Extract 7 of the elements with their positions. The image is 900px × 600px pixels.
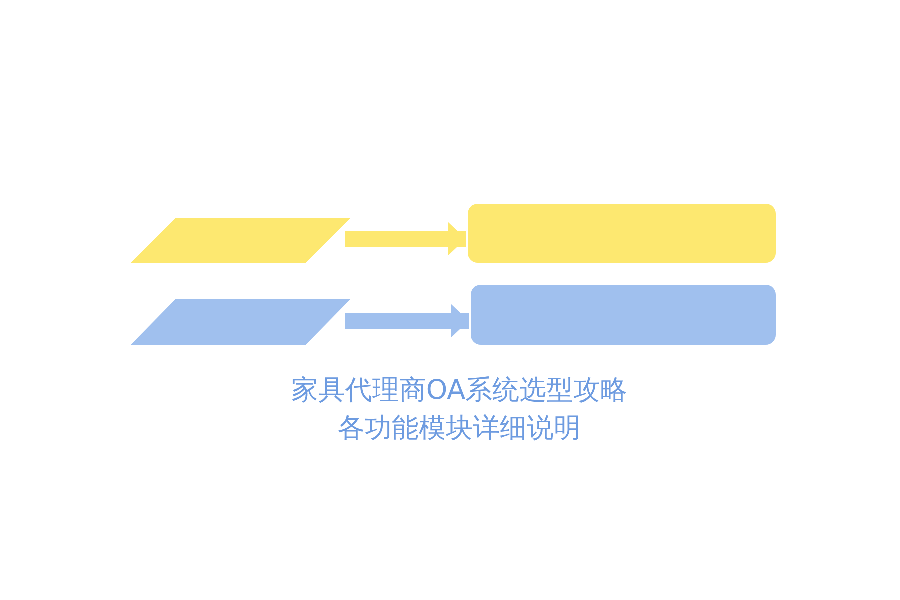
arrow bbox=[345, 222, 466, 256]
rounded-box bbox=[471, 285, 776, 345]
rounded-box bbox=[468, 204, 776, 263]
arrow bbox=[345, 304, 469, 338]
parallelogram-shape bbox=[131, 218, 351, 263]
parallelogram-shape bbox=[131, 299, 351, 345]
title: 家具代理商OA系统选型攻略各功能模块详细说明 bbox=[290, 374, 629, 446]
